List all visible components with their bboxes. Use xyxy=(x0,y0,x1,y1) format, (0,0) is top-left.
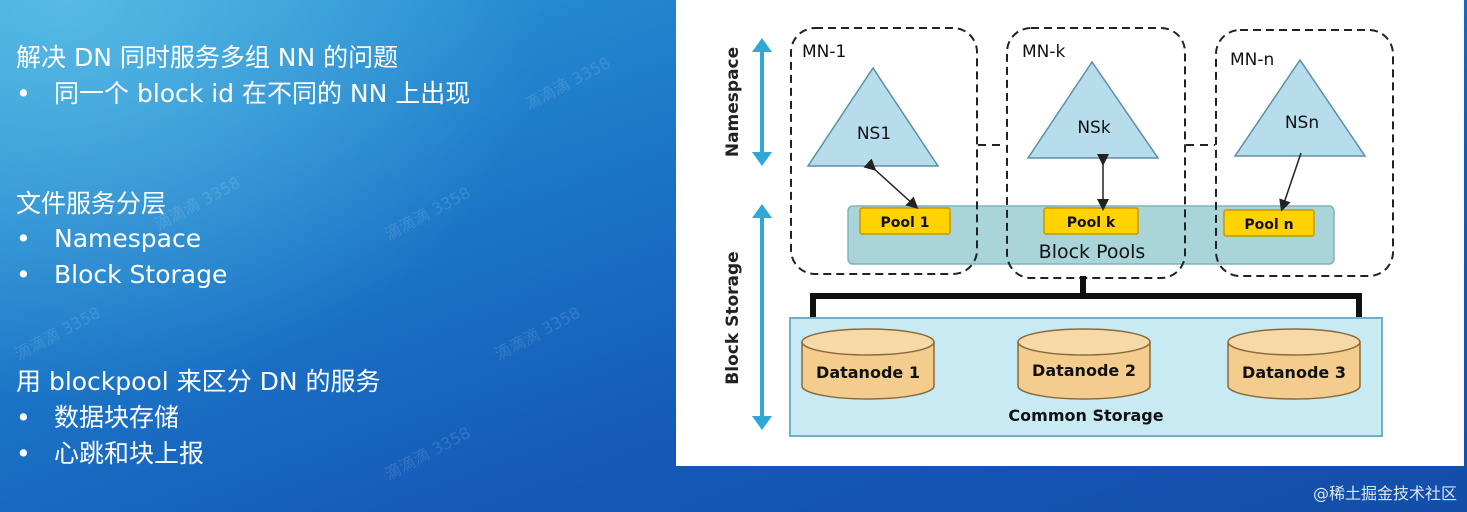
block-storage-axis-label: Block Storage xyxy=(723,251,743,384)
nsn-pool-arrow xyxy=(1279,152,1302,212)
mn-k-box xyxy=(1006,27,1186,279)
pool-n-label: Pool n xyxy=(1244,217,1293,233)
diagram-panel: Namespace Block Storage Block Pools MN-1… xyxy=(676,0,1464,466)
mn-n-box xyxy=(1215,29,1394,277)
pool-k xyxy=(1043,207,1139,235)
section-title: 用 blockpool 来区分 DN 的服务 xyxy=(16,367,381,396)
section-title: 解决 DN 同时服务多组 NN 的问题 xyxy=(16,43,399,72)
datanode-1: Datanode 1 xyxy=(801,328,935,400)
datanode-2: Datanode 2 xyxy=(1017,328,1151,400)
bullet-dot: • xyxy=(16,439,31,468)
block-storage-axis-arrow xyxy=(752,204,772,430)
nsn-label: NSn xyxy=(1285,113,1319,133)
bullet-text: Block Storage xyxy=(54,260,228,289)
nsk-triangle xyxy=(1026,60,1160,159)
bullet-dot: • xyxy=(16,403,31,432)
bullet-text: 数据块存储 xyxy=(54,403,180,432)
storage-bus xyxy=(810,276,1362,319)
section-title: 文件服务分层 xyxy=(16,189,167,218)
mn-n-label: MN-n xyxy=(1230,50,1274,70)
bullet-dot: • xyxy=(16,79,31,108)
datanode-1-label: Datanode 1 xyxy=(816,363,920,382)
nsk-label: NSk xyxy=(1077,118,1111,138)
block-pools-label: Block Pools xyxy=(1039,241,1146,263)
ns1-triangle xyxy=(806,66,940,167)
background-glow xyxy=(0,0,680,512)
slide-text: 解决 DN 同时服务多组 NN 的问题 • 同一个 block id 在不同的 … xyxy=(16,0,666,512)
bullet-text: 同一个 block id 在不同的 NN 上出现 xyxy=(54,79,471,108)
pool-n xyxy=(1223,209,1315,237)
pool-1-label: Pool 1 xyxy=(881,215,930,231)
mn-1-box xyxy=(790,27,978,275)
namespace-axis-label: Namespace xyxy=(723,47,743,157)
mn-k-label: MN-k xyxy=(1022,42,1066,62)
ns1-pool-arrow xyxy=(863,158,919,210)
common-storage-label: Common Storage xyxy=(1008,406,1163,425)
mn-1-label: MN-1 xyxy=(802,42,846,62)
datanode-3: Datanode 3 xyxy=(1227,328,1361,400)
footer-watermark: @稀土掘金技术社区 xyxy=(1312,484,1457,503)
bullet-dot: • xyxy=(16,224,31,253)
nsn-triangle xyxy=(1233,58,1367,157)
bullet-text: 心跳和块上报 xyxy=(54,439,205,468)
hdfs-federation-diagram: Namespace Block Storage Block Pools MN-1… xyxy=(723,27,1394,437)
datanode-2-label: Datanode 2 xyxy=(1032,361,1136,380)
datanode-3-label: Datanode 3 xyxy=(1242,363,1346,382)
bullet-dot: • xyxy=(16,260,31,289)
namespace-axis-arrow xyxy=(752,38,772,166)
pool-k-label: Pool k xyxy=(1067,215,1116,231)
block-pools-band xyxy=(847,205,1335,265)
ns1-label: NS1 xyxy=(857,124,891,144)
bullet-text: Namespace xyxy=(54,224,202,253)
